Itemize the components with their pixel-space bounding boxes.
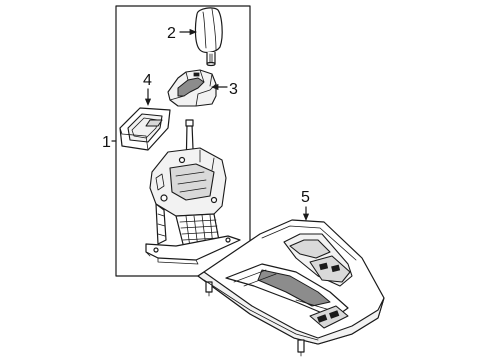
callout-2-label: 2 bbox=[167, 25, 176, 42]
callout-4: 4 bbox=[143, 72, 152, 107]
shifter-mechanism bbox=[145, 119, 241, 265]
callout-5: 5 bbox=[301, 189, 310, 222]
shift-indicator-cover bbox=[167, 69, 217, 107]
shifter-tray bbox=[119, 107, 171, 151]
callout-3-label: 3 bbox=[229, 81, 238, 98]
callout-2: 2 bbox=[167, 25, 198, 42]
shift-knob bbox=[194, 7, 223, 67]
callout-5-label: 5 bbox=[301, 189, 310, 206]
callout-1: 1 bbox=[102, 134, 117, 151]
callout-4-label: 4 bbox=[143, 72, 152, 89]
callout-3: 3 bbox=[210, 81, 238, 98]
console-trim-panel bbox=[197, 219, 385, 357]
callout-1-label: 1 bbox=[102, 134, 111, 151]
